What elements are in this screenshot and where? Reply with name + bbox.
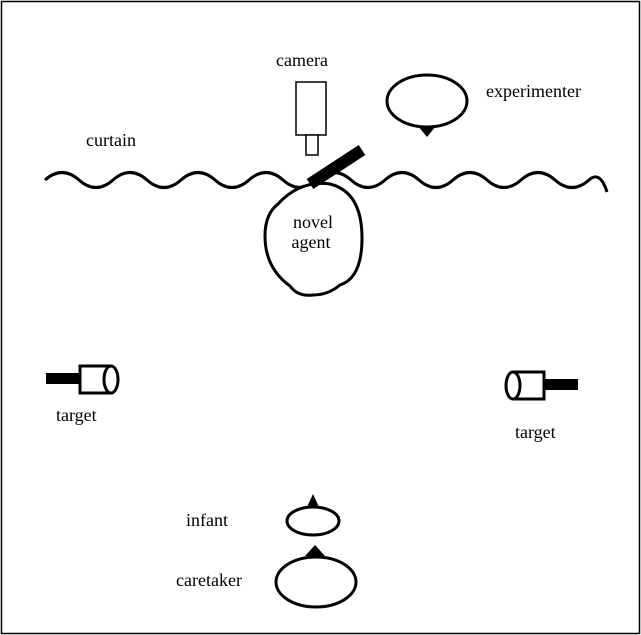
target-left-label: target xyxy=(56,405,97,425)
infant-icon xyxy=(285,494,341,537)
experimenter-label: experimenter xyxy=(486,81,581,101)
infant-label: infant xyxy=(186,510,228,530)
curtain-label: curtain xyxy=(86,130,136,150)
novel-agent-label-line1: novel xyxy=(293,212,333,232)
target-right-label: target xyxy=(515,422,556,442)
caretaker-label: caretaker xyxy=(176,570,242,590)
experimenter-icon xyxy=(385,73,469,137)
target-left-icon xyxy=(46,364,120,395)
novel-agent-icon xyxy=(263,144,366,297)
caretaker-icon xyxy=(274,545,358,609)
target-right-icon xyxy=(504,370,578,401)
camera-label: camera xyxy=(276,50,328,70)
novel-agent-label-line2: agent xyxy=(292,232,331,252)
camera-icon xyxy=(295,81,327,156)
